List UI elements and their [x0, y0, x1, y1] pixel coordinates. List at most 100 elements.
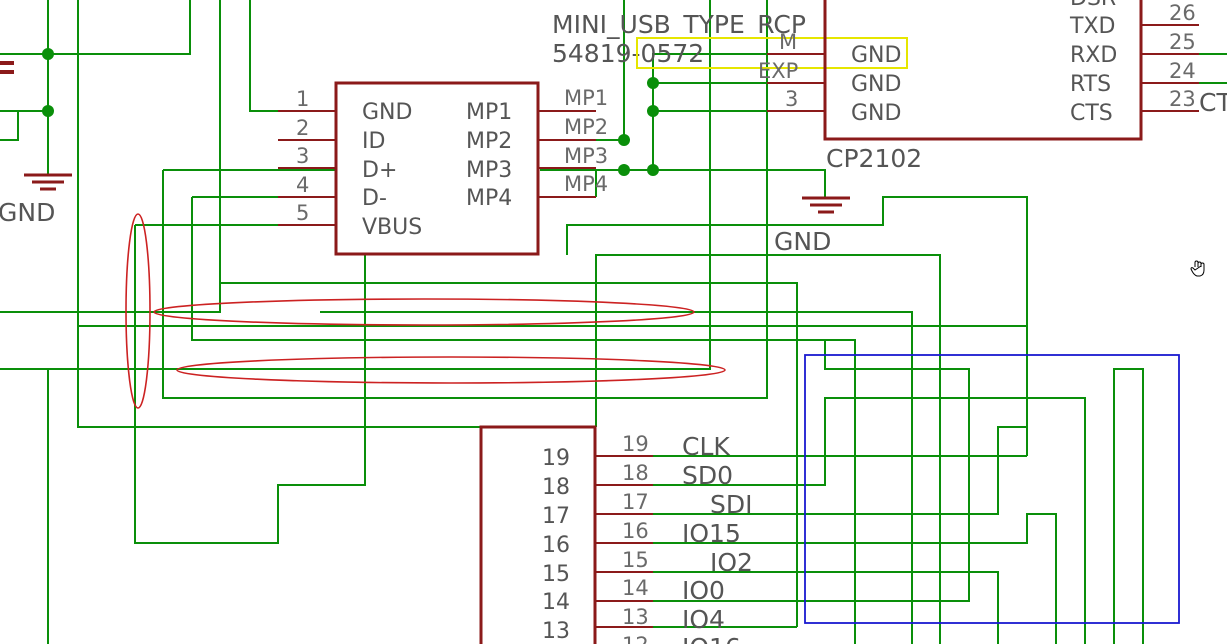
header-outer-pin: 17 — [622, 490, 649, 514]
usb-mount-pin-label: MP2 — [466, 129, 512, 154]
junction-dot — [647, 77, 659, 89]
cp2102-pin-number: 26 — [1169, 1, 1196, 25]
cp2102-pin-label: GND — [851, 72, 901, 97]
header-outer-pin: 16 — [622, 519, 649, 543]
pin-header-part[interactable]: 19 18 17 16 15 14 13 19 18 17 16 15 14 1… — [479, 425, 753, 644]
wire — [77, 0, 480, 428]
cp2102-pin-label: GND — [851, 101, 901, 126]
usb-pin-label: VBUS — [362, 215, 422, 240]
header-net-label: IO0 — [682, 576, 725, 605]
cp2102-pin-label: CTS — [1070, 101, 1113, 126]
cp2102-name: CP2102 — [826, 144, 922, 173]
usb-pin-label: D+ — [362, 158, 397, 183]
wire — [596, 397, 1086, 644]
header-outer-pin: 12 — [622, 633, 649, 644]
usb-pin-label: D- — [362, 186, 387, 211]
junction-dots — [42, 48, 659, 176]
cp2102-pin-label: DSR — [1070, 0, 1116, 11]
junction-dot — [618, 164, 630, 176]
wire — [540, 169, 826, 198]
annotation-ellipse — [125, 213, 151, 409]
wire — [48, 0, 711, 370]
header-outer-pin: 14 — [622, 576, 649, 600]
header-inner-pin: 17 — [542, 504, 570, 529]
header-net-label: SD0 — [682, 461, 733, 490]
usb-pin-number: 1 — [296, 87, 309, 111]
usb-mount-pin-net: MP4 — [564, 172, 608, 196]
cp2102-pin-label: TXD — [1069, 14, 1115, 39]
header-outer-pin: 18 — [622, 461, 649, 485]
cp2102-pin-number: 23 — [1169, 87, 1196, 111]
header-net-label: IO4 — [682, 605, 725, 634]
wire — [595, 254, 941, 644]
wire — [566, 196, 1028, 326]
header-net-label: IO16 — [682, 633, 741, 644]
usb-mount-pin-net: MP3 — [564, 144, 608, 168]
junction-dot — [42, 105, 54, 117]
header-net-label: IO2 — [710, 548, 753, 577]
junction-dot — [618, 134, 630, 146]
header-inner-pin: 18 — [542, 475, 570, 500]
header-net-label: SDI — [710, 490, 753, 519]
wire — [320, 311, 913, 644]
junction-dot — [647, 105, 659, 117]
hand-cursor-icon — [1190, 260, 1205, 277]
ground-symbol-left[interactable]: GND — [0, 61, 72, 227]
wire — [78, 325, 1028, 456]
wire — [596, 340, 970, 602]
wire — [596, 426, 1027, 515]
cp2102-pin-number: 3 — [785, 87, 798, 111]
wire — [0, 0, 221, 313]
pin-header-body — [479, 425, 597, 644]
usb-mount-pin-label: MP4 — [466, 186, 512, 211]
wire — [0, 111, 19, 141]
usb-mount-pin-net: MP1 — [564, 86, 608, 110]
wire — [0, 368, 49, 644]
wire — [220, 282, 798, 627]
wire — [191, 197, 856, 644]
wire — [1113, 368, 1144, 644]
selection-highlight-box — [636, 37, 908, 69]
usb-pin-number: 4 — [296, 173, 309, 197]
ground-symbol-icon — [24, 173, 72, 191]
cp2102-body — [823, 0, 1143, 141]
wire — [596, 571, 999, 644]
gnd-label: GND — [774, 227, 831, 256]
header-outer-pin: 13 — [622, 605, 649, 629]
header-inner-pin: 19 — [542, 446, 570, 471]
annotation-ellipse — [153, 298, 695, 326]
header-inner-pin: 16 — [542, 533, 570, 558]
wire — [162, 0, 768, 399]
cp2102-pin-label: RXD — [1070, 43, 1117, 68]
usb-pin-label: ID — [362, 129, 385, 154]
ground-symbol-right[interactable]: GND — [774, 196, 850, 256]
group-selection-box[interactable] — [804, 354, 1180, 624]
usb-pin-number: 3 — [296, 144, 309, 168]
cp2102-pin-label: RTS — [1070, 72, 1111, 97]
usb-pin-label: GND — [362, 100, 412, 125]
wire — [0, 0, 191, 55]
junction-dot — [647, 164, 659, 176]
junction-dot — [42, 48, 54, 60]
usb-pin-number: 5 — [296, 201, 309, 225]
gnd-label: GND — [0, 198, 55, 227]
cp2102-pin-number: 24 — [1169, 59, 1196, 83]
header-inner-pin: 13 — [542, 619, 570, 644]
usb-connector-part[interactable]: 1 2 3 4 5 GND ID D+ D- VBUS MP1 MP2 MP3 … — [278, 10, 806, 256]
usb-mount-pin-net: MP2 — [564, 115, 608, 139]
header-net-label: IO15 — [682, 519, 741, 548]
cp2102-pin-number: 25 — [1169, 30, 1196, 54]
header-net-label: CLK — [682, 432, 730, 461]
header-outer-pin: 19 — [622, 432, 649, 456]
cts-net-label: CT — [1199, 88, 1227, 117]
usb-mount-pin-label: MP1 — [466, 100, 512, 125]
cp2102-part[interactable]: M EXP 3 GND GND GND DSR TXD RXD RTS CTS … — [758, 0, 1227, 173]
header-inner-pin: 14 — [542, 590, 570, 615]
cp2102-pin-number: EXP — [758, 59, 798, 83]
usb-connector-value: 54819-0572 — [552, 39, 704, 68]
usb-mount-pin-label: MP3 — [466, 158, 512, 183]
cp2102-pin-label: GND — [851, 43, 901, 68]
wire — [249, 0, 335, 112]
